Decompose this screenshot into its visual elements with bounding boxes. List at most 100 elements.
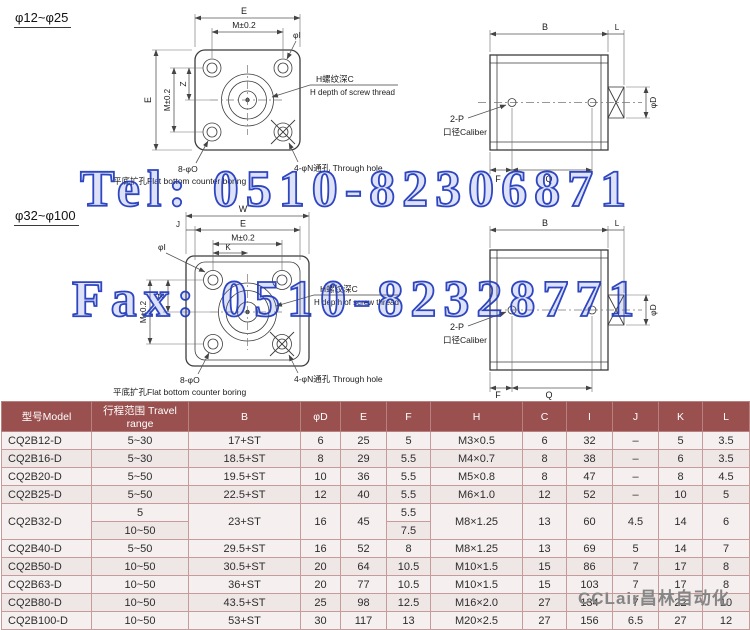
drawing-large-bore: W E J M±0.2 K φI M±0.2 Z H螺纹深C H depth o… (113, 204, 658, 400)
table-cell: 3.5 (702, 431, 750, 450)
table-cell: 8 (702, 557, 750, 576)
bolt-hole (272, 334, 292, 354)
front-view-drawing: W E J M±0.2 K φI M±0.2 Z H螺纹深C H depth o… (113, 204, 400, 397)
port-hole (587, 98, 597, 107)
bolt-hole (272, 270, 292, 290)
table-cell: 10 (658, 485, 703, 504)
table-cell: 60 (566, 503, 613, 540)
counterbore-hole-label: 8-φO (178, 164, 198, 174)
table-cell: 5 (386, 431, 431, 450)
table-cell: 5~50 (91, 539, 189, 558)
table-cell: 20 (300, 575, 341, 594)
through-hole-label: 4-φN通孔 Through hole (294, 374, 383, 384)
dim-label-phi-d: φD (648, 97, 658, 109)
table-cell: 23+ST (188, 503, 301, 540)
table-cell: 10~50 (91, 521, 189, 540)
dim-label-w: W (239, 204, 248, 214)
port-hole (507, 305, 517, 315)
table-cell: 6 (522, 431, 567, 450)
table-cell: 12 (522, 485, 567, 504)
thread-depth-label-cn: H螺纹深C (320, 284, 358, 294)
table-cell: 8 (522, 449, 567, 468)
table-cell: 7 (612, 557, 659, 576)
port-hole (507, 98, 517, 107)
table-cell: 12.5 (386, 593, 431, 612)
table-cell: CQ2B63-D (1, 575, 92, 594)
table-cell: – (612, 485, 659, 504)
table-cell: 5~30 (91, 449, 189, 468)
table-cell: 13 (522, 503, 567, 540)
dim-label-m-top: M±0.2 (232, 20, 256, 30)
column-header: φD (300, 401, 341, 432)
caliber-label: 口径Caliber (443, 335, 487, 345)
table-cell: – (612, 431, 659, 450)
table-cell: 25 (300, 593, 341, 612)
bolt-hole (203, 334, 223, 354)
table-cell: CQ2B12-D (1, 431, 92, 450)
dim-label-z: Z (178, 81, 188, 86)
table-cell: 17 (658, 557, 703, 576)
table-cell: 47 (566, 467, 613, 486)
dim-label-e-top: E (241, 6, 247, 16)
table-cell: M4×0.7 (430, 449, 523, 468)
table-cell: 22.5+ST (188, 485, 301, 504)
table-cell: 7 (702, 539, 750, 558)
table-cell: M20×2.5 (430, 611, 523, 630)
dim-label-z: Z (156, 293, 166, 298)
bolt-hole (273, 58, 293, 78)
column-header: K (658, 401, 703, 432)
table-cell: 6 (658, 449, 703, 468)
table-cell: 30 (300, 611, 341, 630)
table-cell: 10~50 (91, 557, 189, 576)
dim-label-phi-d: φD (648, 304, 658, 316)
through-hole-label: 4-φN通孔 Through hole (294, 163, 383, 173)
column-header: 型号Model (1, 401, 92, 432)
column-header: F (386, 401, 431, 432)
table-cell: 27 (658, 611, 703, 630)
table-cell: 10.5 (386, 557, 431, 576)
table-cell: 5.5 (386, 467, 431, 486)
table-cell: 52 (340, 539, 387, 558)
table-cell: 8 (300, 449, 341, 468)
bolt-hole (202, 122, 222, 142)
table-cell: 10~50 (91, 611, 189, 630)
table-cell: 3.5 (702, 449, 750, 468)
dim-label-q: Q (545, 390, 552, 400)
table-cell: 17+ST (188, 431, 301, 450)
table-cell: 10~50 (91, 593, 189, 612)
dim-label-b: B (542, 22, 548, 32)
column-header: J (612, 401, 659, 432)
column-header: L (702, 401, 750, 432)
counterbore-note: 平底扩孔Flat bottom counter boring (113, 387, 246, 397)
caliber-label: 口径Caliber (443, 127, 487, 137)
table-cell: M3×0.5 (430, 431, 523, 450)
table-cell: 36+ST (188, 575, 301, 594)
table-cell: M16×2.0 (430, 593, 523, 612)
dim-label-m-top: M±0.2 (231, 233, 255, 243)
dim-label-l: L (615, 23, 620, 32)
table-cell: 156 (566, 611, 613, 630)
table-cell: 27 (522, 611, 567, 630)
ports-label: 2-P (450, 114, 464, 124)
table-cell: 18.5+ST (188, 449, 301, 468)
table-cell: 10 (702, 593, 750, 612)
table-cell: 17 (658, 575, 703, 594)
table-cell: 4.5 (612, 503, 659, 540)
dim-label-m-left: M±0.2 (163, 88, 172, 111)
table-cell: 5 (91, 503, 189, 522)
table-cell: 40 (340, 485, 387, 504)
table-cell: 4.5 (702, 467, 750, 486)
column-header: H (430, 401, 523, 432)
table-cell: 5~50 (91, 485, 189, 504)
table-cell: 7.5 (386, 521, 431, 540)
table-cell: 10~50 (91, 575, 189, 594)
table-cell: 6.5 (612, 611, 659, 630)
table-cell: 14 (658, 539, 703, 558)
table-cell: 5.5 (386, 449, 431, 468)
table-cell: 29 (340, 449, 387, 468)
